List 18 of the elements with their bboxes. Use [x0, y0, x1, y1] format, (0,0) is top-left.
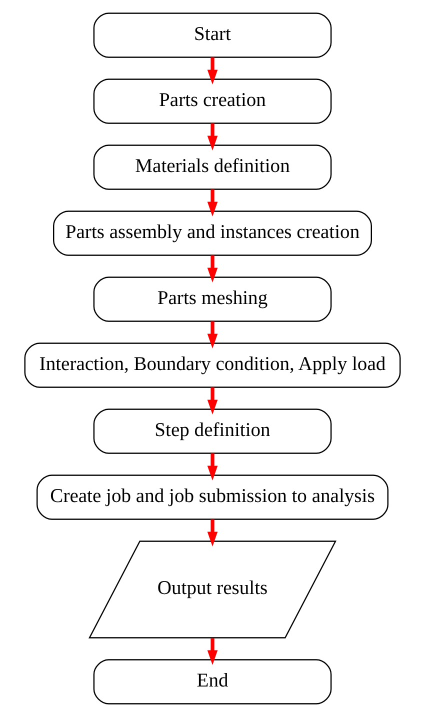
node-box: Materials definition [93, 144, 332, 190]
arrow [207, 123, 218, 150]
arrow [207, 57, 218, 84]
arrow [207, 519, 218, 546]
node-box: Create job and job submission to analysis [36, 474, 388, 520]
node-box: End [93, 659, 332, 704]
arrow [207, 189, 218, 216]
arrow [207, 638, 218, 665]
node-box: Step definition [93, 408, 332, 454]
node-box: Parts creation [93, 78, 332, 124]
node-box: Parts meshing [93, 276, 332, 322]
arrow [207, 321, 218, 348]
node-box: Parts assembly and instances creation [53, 210, 372, 256]
arrow [207, 255, 218, 282]
node-box: Interaction, Boundary condition, Apply load [24, 342, 401, 388]
arrow [207, 453, 218, 480]
node-box: Start [93, 12, 332, 58]
arrow [207, 387, 218, 414]
